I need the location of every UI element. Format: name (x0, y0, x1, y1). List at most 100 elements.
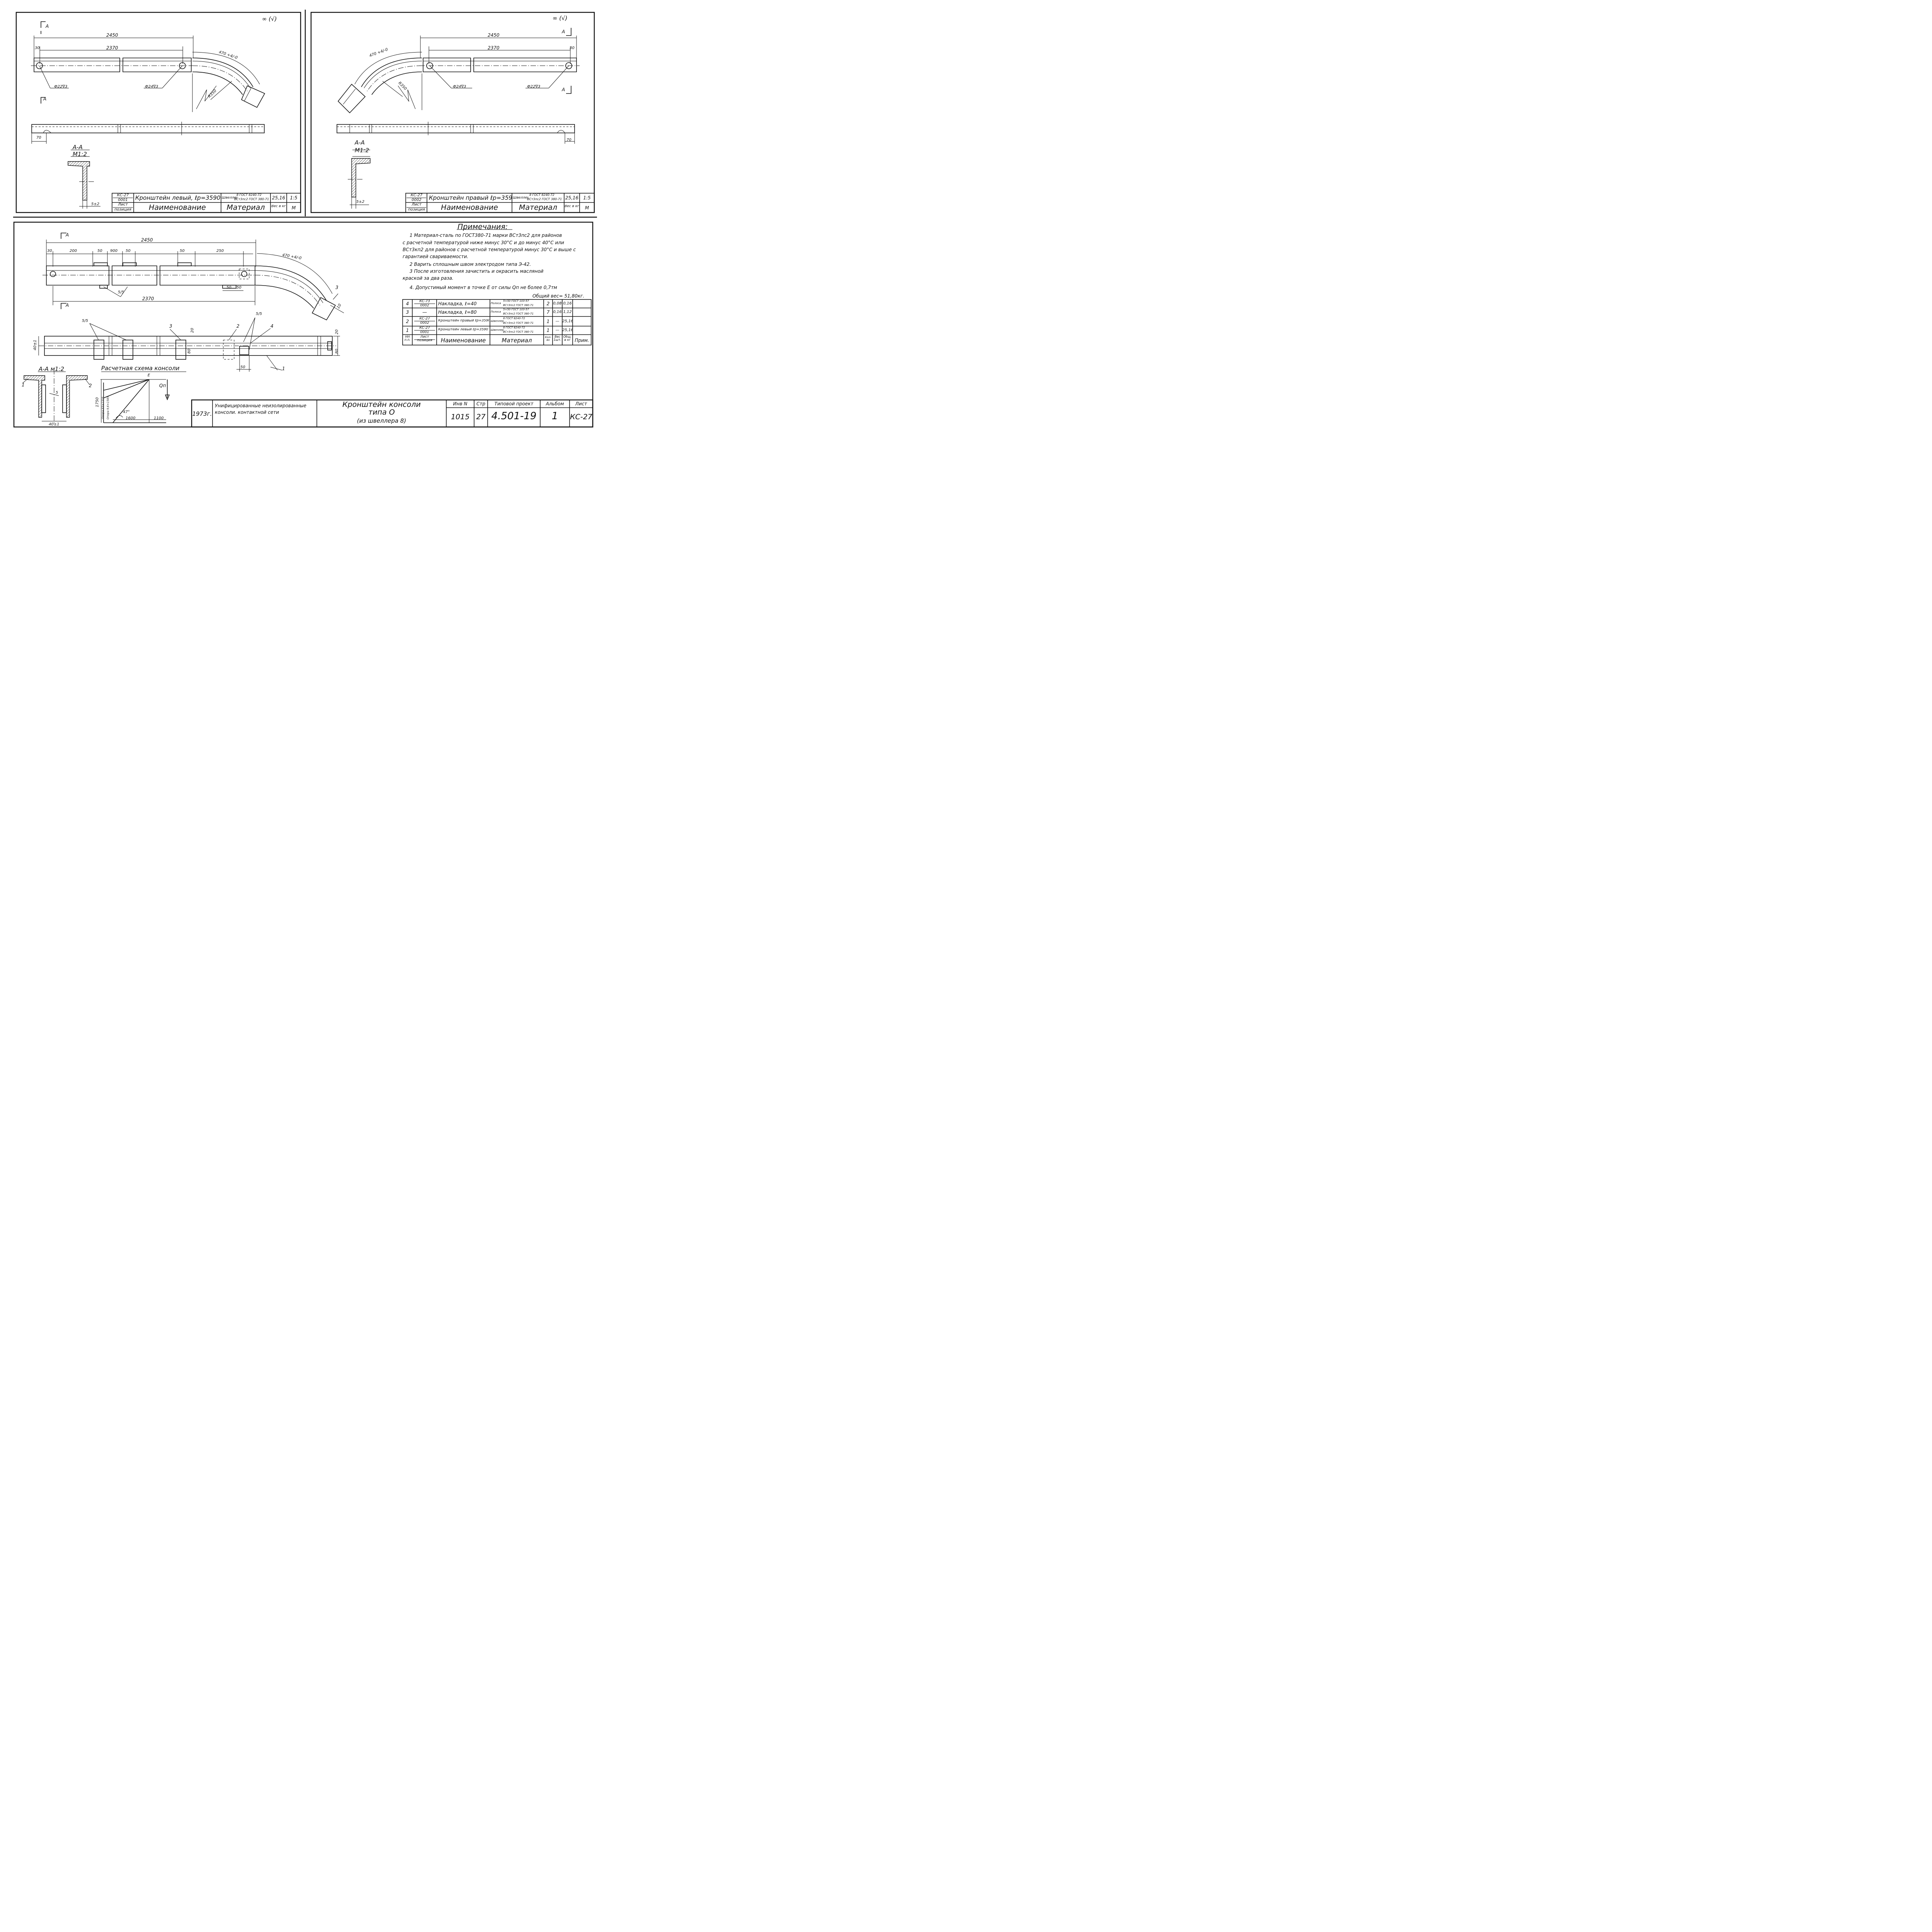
note-line-4: гарантией свариваемости. (403, 254, 469, 259)
note-line-3: ВСт3кп2 для районов с расчетной температ… (403, 247, 576, 252)
row1-w1: — (555, 328, 560, 332)
assembly-dim-250: 250 (216, 249, 224, 253)
th-material: Материал (502, 338, 532, 344)
main-title-grid (191, 399, 594, 428)
mt-title-3: (из швеллера 8) (357, 418, 406, 424)
row2-mat-c: ВСт3пс2 ГОСТ 380-71 (503, 322, 534, 325)
section-title-right: А-А (355, 139, 365, 146)
assembly-section-weld: 5 (56, 391, 58, 395)
mt-inv-label: Инв N (453, 401, 468, 406)
tb-right-sheet: КС-27 (410, 194, 423, 197)
assembly-section (22, 369, 90, 424)
note-line-5: 2 Варить сплошным швом электродом типа Э… (410, 262, 531, 267)
mt-album: 1 (551, 411, 558, 422)
dim-total-right: 2450 (488, 32, 500, 38)
note-line-8: 4. Допустимый момент в точке Е от силы Q… (410, 285, 557, 290)
tb-right-h-material: Материал (519, 204, 557, 212)
dim-70-right: 70 (566, 138, 571, 142)
tb-right-material-c: ВСт3пс2 ГОСТ 380-71 (527, 198, 562, 201)
left-section-aa (68, 150, 100, 209)
tb-left-h-pos: позиция (114, 208, 131, 212)
hole-dia-left-a: Ф22∇3 (54, 85, 68, 89)
section-mark-right-top: А (562, 29, 565, 34)
row1-mat-b: 8 ГОСТ 8240-72 (503, 327, 525, 329)
callout-3-plan: 3 (335, 285, 338, 290)
assembly-section-mark-top: А (66, 232, 69, 238)
row4-mat-a: Полоса (491, 302, 501, 305)
assembly-elevation (38, 317, 340, 372)
row1-mat-a: Швеллер (491, 329, 504, 332)
tb-right-h-weight: Вес в кг (565, 205, 579, 208)
row4-mat-b: 5×50 ГОСТ 103-57 (503, 300, 529, 303)
calc-dim-1100: 1100 (154, 416, 164, 420)
assembly-section-mark-bottom: А (66, 303, 69, 308)
dim-holes-right: 2370 (488, 45, 500, 51)
left-bracket-elevation (31, 122, 265, 144)
callout-2-elev: 2 (236, 323, 240, 329)
assembly-dim-50a: 50 (97, 249, 102, 253)
hole-dia-left-b: Ф24∇3 (145, 85, 158, 89)
section-scale-right: М1:2 (355, 147, 369, 154)
row4-w1: 0,08 (553, 302, 562, 306)
row4-name: Накладка, ℓ=40 (438, 301, 477, 306)
assembly-dim-80-left: 80 (187, 349, 192, 354)
callout-1-elev: 1 (282, 366, 285, 371)
row3-mat-b: 5×50 ГОСТ 103-57 (503, 308, 529, 311)
note-line-2: с расчетной температурой ниже минус 30°С… (403, 240, 564, 245)
right-section-aa (348, 150, 371, 209)
calc-scheme (100, 371, 186, 423)
mt-year: 1973г. (192, 411, 212, 417)
row2-qty: 1 (546, 319, 550, 324)
th-n: НН п.п. (404, 335, 411, 342)
calc-note-2: Опора 9,6×1585 (106, 396, 110, 420)
row1-pos: 0001 (420, 331, 429, 334)
row3-w1: 0,16 (553, 310, 562, 314)
notes-title: Примечания: (457, 223, 508, 231)
mt-album-label: Альбом (546, 401, 564, 406)
assembly-plan (43, 233, 344, 321)
assembly-dim-50c: 50 (180, 249, 185, 253)
tb-left-pos: 0001 (118, 198, 128, 202)
calc-scheme-title: Расчетная схема консоли (101, 365, 180, 372)
weld-dim-right: 5±2 (356, 200, 365, 204)
tb-left-material-a: Швеллер (222, 196, 237, 200)
assembly-section-title: А-А м1:2 (39, 366, 65, 372)
section-mark-left-top: А (46, 24, 49, 29)
section-scale-left: М1:2 (73, 151, 87, 158)
row1-sheet: КС-27 (419, 327, 430, 330)
row1-qty: 1 (546, 328, 550, 333)
th-note: Прим. (575, 338, 589, 343)
row2-mat-a: Швеллер (491, 320, 504, 323)
assembly-dim-20-left: 20 (190, 328, 195, 333)
calc-dim-1600: 1600 (126, 416, 136, 420)
row3-mat-a: Полоса (491, 311, 501, 313)
dim-70-left: 70 (36, 136, 41, 140)
weld-dim-left: 5±2 (91, 202, 100, 206)
right-bracket-plan (337, 28, 580, 114)
callout-1-section: 1 (22, 382, 25, 388)
tb-right-material-a: Швеллер (513, 196, 528, 200)
drawing-sheet: ∞ (√) А А 2450 2370 30 470 +4/-0 R350 Ф2… (0, 0, 603, 440)
tb-right-h-name: Наименование (441, 204, 498, 212)
left-bracket-plan (31, 21, 265, 112)
tb-left-h-sheet: Лист (118, 203, 128, 207)
row1-mat-c: ВСт3пс2 ГОСТ 380-71 (503, 331, 534, 333)
dim-total-left: 2450 (106, 32, 118, 38)
tb-left-weight: 25,16 (272, 196, 286, 201)
mt-project: Унифицированные неизолированные консоли.… (215, 403, 306, 415)
mt-proj: 4.501-19 (491, 411, 537, 422)
mt-page-label: Стр (476, 401, 485, 406)
tb-left-scale: 1:5 (290, 196, 298, 201)
dim-edge-right: 30 (570, 46, 575, 50)
section-mark-left-bottom: А (43, 96, 47, 102)
tb-left-h-m: М (291, 206, 296, 211)
row3-w2: 1,12 (563, 310, 572, 314)
assembly-dim-200: 200 (70, 249, 77, 253)
th-name: Наименование (440, 338, 486, 344)
dim-holes-left: 2370 (106, 45, 118, 51)
th-w1: Вес 1шт. (553, 335, 561, 342)
assembly-dim-50b: 50 (126, 249, 131, 253)
section-mark-right-bottom: А (562, 87, 565, 92)
row4-w2: 0,16 (563, 302, 572, 306)
note-line-7: краской за два раза. (403, 276, 454, 281)
